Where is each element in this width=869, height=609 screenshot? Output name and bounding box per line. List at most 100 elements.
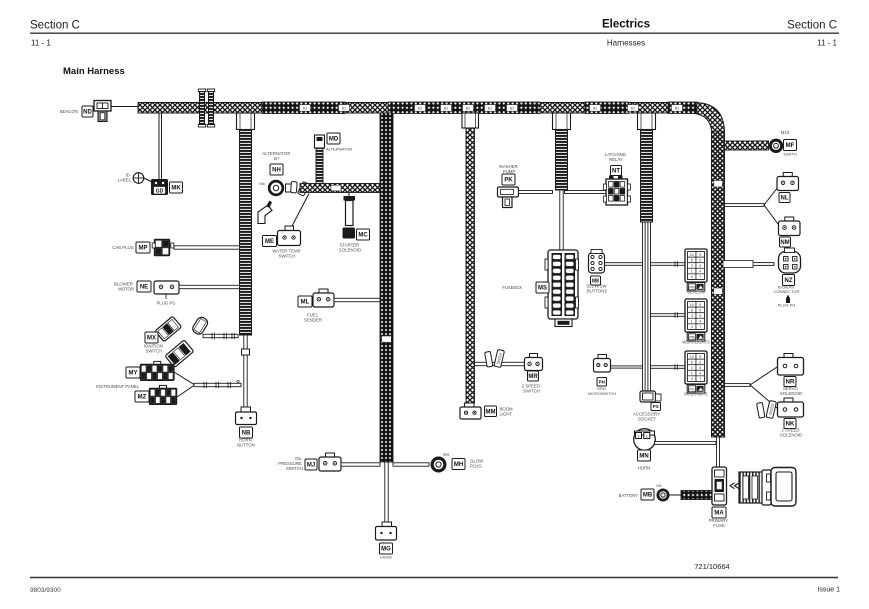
svg-text:B2: B2 — [466, 107, 470, 111]
svg-text:MK: MK — [171, 186, 181, 192]
svg-text:1: 1 — [646, 434, 648, 438]
svg-text:ND: ND — [83, 110, 92, 116]
svg-text:3: 3 — [691, 314, 693, 318]
svg-text:BATTERY: BATTERY — [619, 493, 639, 498]
svg-text:MN: MN — [639, 454, 648, 460]
svg-text:8: 8 — [691, 360, 693, 364]
svg-text:PN: PN — [689, 285, 695, 290]
svg-text:NK: NK — [786, 422, 795, 428]
svg-text:M10: M10 — [781, 130, 790, 135]
svg-text:WASH/WIPE: WASH/WIPE — [684, 392, 708, 397]
svg-text:4: 4 — [691, 275, 693, 279]
svg-text:10: 10 — [690, 253, 694, 257]
svg-text:STARTER SOLENOID: STARTER SOLENOID — [339, 243, 361, 253]
svg-text:MD: MD — [329, 137, 339, 143]
svg-text:10: 10 — [690, 355, 694, 359]
svg-text:NH: NH — [272, 168, 281, 174]
svg-text:11 - 1: 11 - 1 — [817, 39, 837, 48]
svg-text:FUSEBOX: FUSEBOX — [502, 285, 522, 290]
svg-text:SPEED: SPEED — [496, 352, 503, 365]
svg-text:8: 8 — [691, 308, 693, 312]
svg-text:NM: NM — [780, 240, 789, 246]
svg-text:MP: MP — [139, 246, 148, 252]
svg-text:EARTH: EARTH — [783, 152, 796, 157]
svg-text:ACCESSORY SOCKET: ACCESSORY SOCKET — [633, 412, 661, 422]
svg-text:WASHER PUMP: WASHER PUMP — [499, 164, 519, 174]
svg-text:WORKLIGHTS: WORKLIGHTS — [682, 340, 710, 345]
svg-text:1: 1 — [691, 320, 693, 324]
svg-text:ALTERNATOR: ALTERNATOR — [326, 147, 352, 152]
svg-text:9: 9 — [699, 355, 701, 359]
svg-text:MR: MR — [528, 374, 538, 380]
svg-text:5: 5 — [699, 264, 701, 268]
svg-text:7: 7 — [699, 325, 701, 329]
svg-text:Main Harness: Main Harness — [63, 66, 125, 77]
svg-text:BOOM LIGHT: BOOM LIGHT — [500, 407, 514, 417]
svg-text:M5: M5 — [656, 484, 661, 488]
svg-text:7: 7 — [699, 275, 701, 279]
svg-text:PLUG PH: PLUG PH — [778, 303, 796, 308]
svg-text:PN: PN — [599, 379, 605, 384]
svg-text:GD: GD — [156, 188, 164, 194]
svg-text:MZ: MZ — [138, 395, 147, 401]
svg-text:SPEED: SPEED — [768, 403, 775, 416]
svg-text:WATER TEMP SWITCH: WATER TEMP SWITCH — [272, 249, 301, 259]
svg-text:CAB PLUG: CAB PLUG — [112, 245, 134, 250]
svg-text:HORN: HORN — [638, 466, 651, 471]
svg-text:MC: MC — [358, 233, 368, 239]
svg-text:5: 5 — [699, 366, 701, 370]
svg-text:4: 4 — [691, 377, 693, 381]
svg-text:MH: MH — [454, 462, 463, 468]
svg-text:IGNITION SWITCH: IGNITION SWITCH — [144, 344, 164, 354]
svg-text:B2: B2 — [631, 107, 635, 111]
svg-text:8: 8 — [691, 258, 693, 262]
svg-text:MS: MS — [538, 286, 547, 292]
svg-text:MG: MG — [381, 547, 391, 553]
svg-text:SERVO SOLENOID: SERVO SOLENOID — [780, 386, 802, 396]
svg-text:SLEW/SW BUTTONS: SLEW/SW BUTTONS — [586, 284, 608, 294]
svg-text:ME: ME — [265, 239, 274, 245]
svg-text:ID LABEL: ID LABEL — [118, 173, 132, 183]
svg-text:MX: MX — [147, 336, 156, 342]
svg-text:7: 7 — [699, 377, 701, 381]
svg-text:B2: B2 — [303, 107, 307, 111]
svg-text:ML: ML — [301, 300, 310, 306]
svg-text:INSTRUMENT PANEL: INSTRUMENT PANEL — [96, 384, 140, 389]
svg-text:B2: B2 — [444, 107, 448, 111]
svg-text:MB: MB — [643, 493, 653, 499]
svg-text:B2: B2 — [488, 107, 492, 111]
svg-text:LATCHING RELAY: LATCHING RELAY — [605, 152, 628, 162]
svg-text:OIL PRESSURE SWITCH: OIL PRESSURE SWITCH — [278, 456, 303, 471]
svg-text:B2: B2 — [510, 107, 514, 111]
svg-text:9: 9 — [699, 303, 701, 307]
svg-text:1: 1 — [691, 270, 693, 274]
svg-text:B2: B2 — [675, 107, 679, 111]
svg-text:B2: B2 — [342, 107, 346, 111]
svg-text:2: 2 — [637, 434, 639, 438]
svg-text:PK: PK — [504, 178, 513, 184]
svg-text:3: 3 — [691, 264, 693, 268]
svg-text:PS: PS — [653, 404, 659, 409]
svg-text:BEACON: BEACON — [60, 109, 78, 114]
svg-text:DIODE: DIODE — [380, 556, 392, 560]
svg-text:1: 1 — [691, 372, 693, 376]
svg-text:6: 6 — [699, 258, 701, 262]
svg-text:PLUG PG: PLUG PG — [156, 301, 176, 306]
svg-text:721/10664: 721/10664 — [694, 562, 729, 571]
svg-text:B/O/EAS CONNECTOR: B/O/EAS CONNECTOR — [774, 285, 800, 295]
svg-text:NR: NR — [786, 380, 795, 386]
svg-text:5: 5 — [699, 314, 701, 318]
svg-text:MA: MA — [714, 511, 724, 517]
svg-text:FUEL SENDER: FUEL SENDER — [304, 313, 322, 323]
svg-text:PRIMARY FUSE: PRIMARY FUSE — [709, 518, 730, 528]
svg-text:B2: B2 — [593, 107, 597, 111]
svg-text:ALTERNATOR B+: ALTERNATOR B+ — [262, 151, 291, 161]
svg-text:RPM MICROSWITCH: RPM MICROSWITCH — [588, 386, 617, 396]
svg-text:4: 4 — [699, 320, 701, 324]
svg-text:9803/9300: 9803/9300 — [30, 587, 61, 594]
svg-text:6: 6 — [699, 360, 701, 364]
svg-text:6: 6 — [699, 308, 701, 312]
svg-text:M4: M4 — [443, 452, 449, 457]
svg-text:Section C: Section C — [787, 20, 837, 32]
svg-text:NT: NT — [612, 169, 620, 175]
